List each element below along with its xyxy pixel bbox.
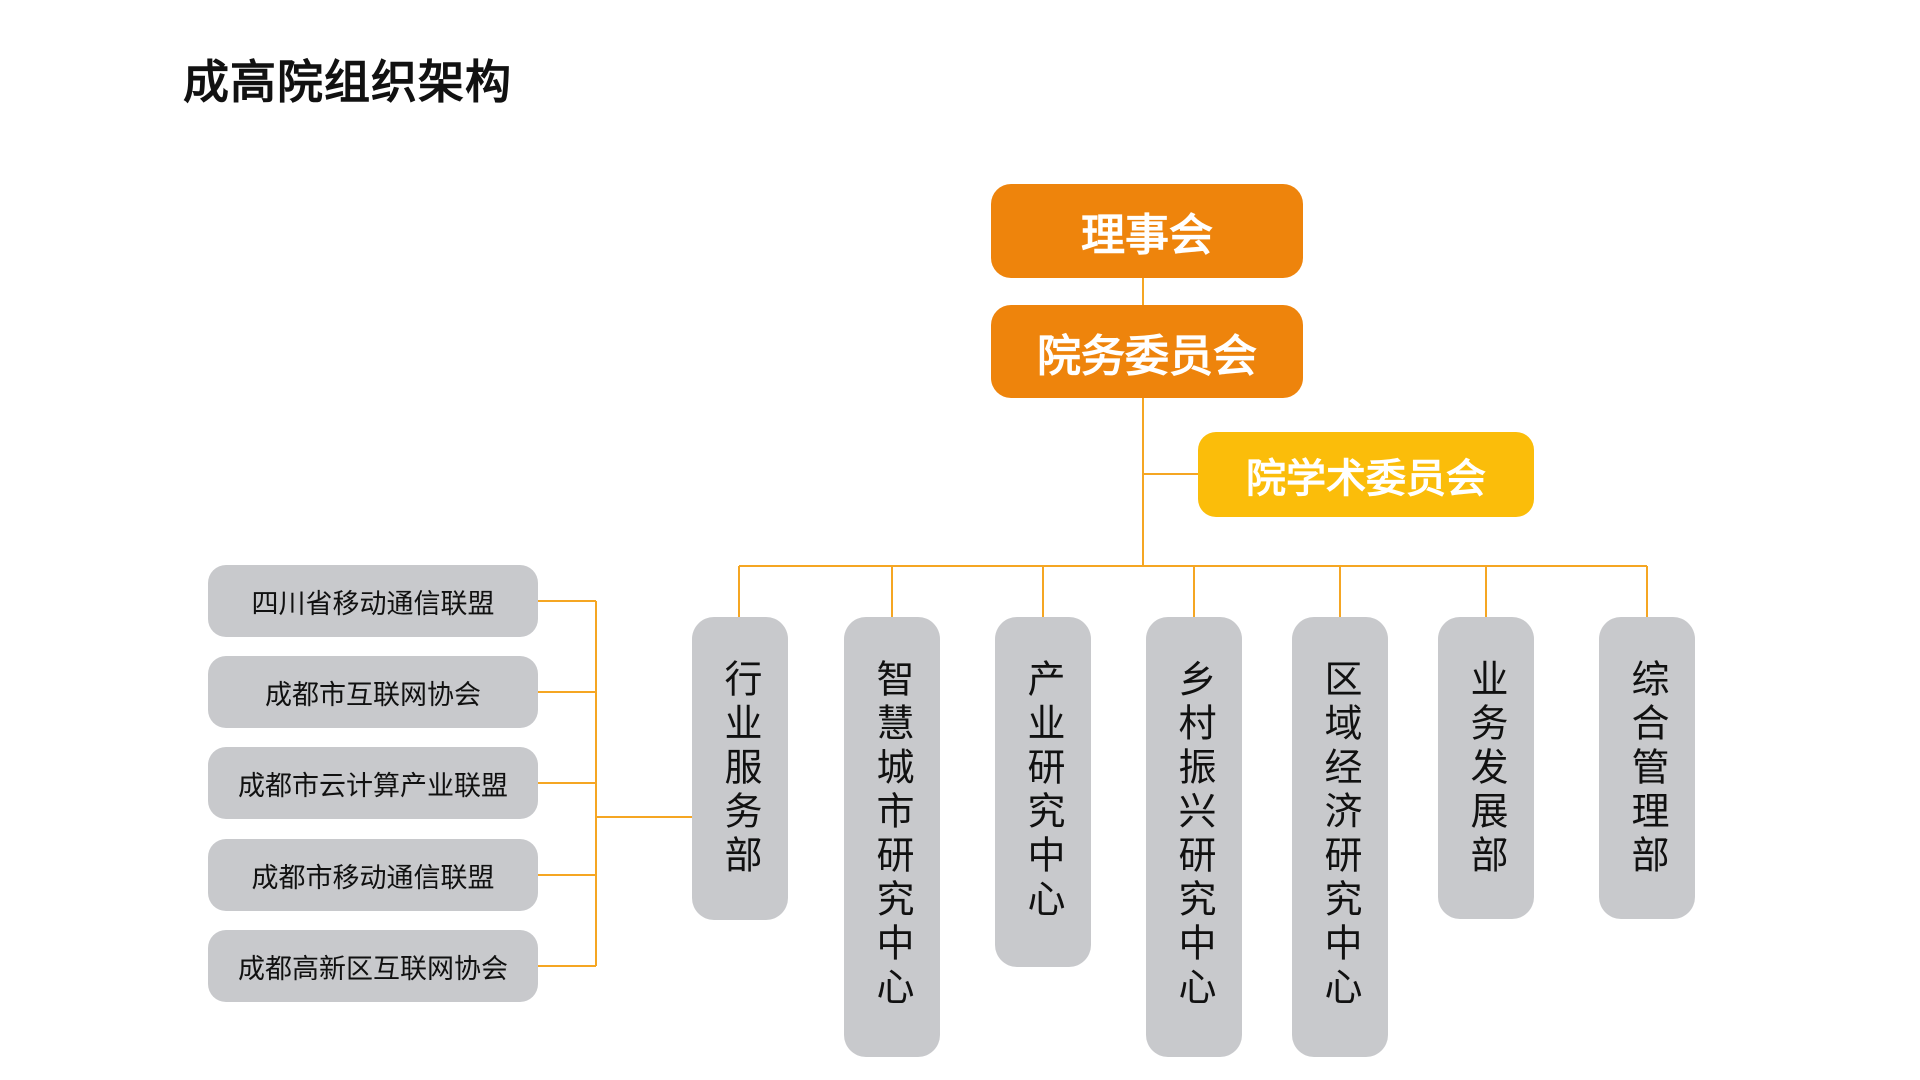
- dept-business-development: 业务发展部: [1438, 617, 1534, 919]
- dept-label: 行业服务部: [718, 659, 762, 879]
- alliance-label: 成都高新区互联网协会: [238, 953, 508, 985]
- dept-rural-revitalization: 乡村振兴研究中心: [1146, 617, 1242, 1057]
- dept-label: 业务发展部: [1464, 659, 1508, 879]
- alliance-label: 四川省移动通信联盟: [251, 588, 495, 620]
- committee-node: 院务委员会: [991, 305, 1303, 398]
- alliance-label: 成都市互联网协会: [265, 679, 481, 711]
- dept-smart-city: 智慧城市研究中心: [844, 617, 940, 1057]
- board-label: 理事会: [1081, 210, 1213, 261]
- dept-regional-economy: 区域经济研究中心: [1292, 617, 1388, 1057]
- dept-industry-research: 产业研究中心: [995, 617, 1091, 967]
- page-title: 成高院组织架构: [183, 55, 512, 109]
- dept-general-management: 综合管理部: [1599, 617, 1695, 919]
- alliance-hightech-internet: 成都高新区互联网协会: [208, 930, 538, 1002]
- alliance-label: 成都市移动通信联盟: [251, 862, 495, 894]
- alliance-chengdu-mobile: 成都市移动通信联盟: [208, 839, 538, 911]
- alliance-chengdu-internet: 成都市互联网协会: [208, 656, 538, 728]
- dept-label: 区域经济研究中心: [1318, 659, 1362, 1011]
- alliance-sichuan-mobile: 四川省移动通信联盟: [208, 565, 538, 637]
- dept-label: 综合管理部: [1625, 659, 1669, 879]
- alliance-label: 成都市云计算产业联盟: [238, 770, 508, 802]
- dept-label: 乡村振兴研究中心: [1172, 659, 1216, 1011]
- academic-committee-node: 院学术委员会: [1198, 432, 1534, 517]
- dept-label: 智慧城市研究中心: [870, 659, 914, 1011]
- dept-industry-service: 行业服务部: [692, 617, 788, 920]
- committee-label: 院务委员会: [1037, 330, 1257, 382]
- board-node: 理事会: [991, 184, 1303, 278]
- dept-label: 产业研究中心: [1021, 659, 1065, 923]
- alliance-chengdu-cloud: 成都市云计算产业联盟: [208, 747, 538, 819]
- academic-committee-label: 院学术委员会: [1246, 455, 1486, 502]
